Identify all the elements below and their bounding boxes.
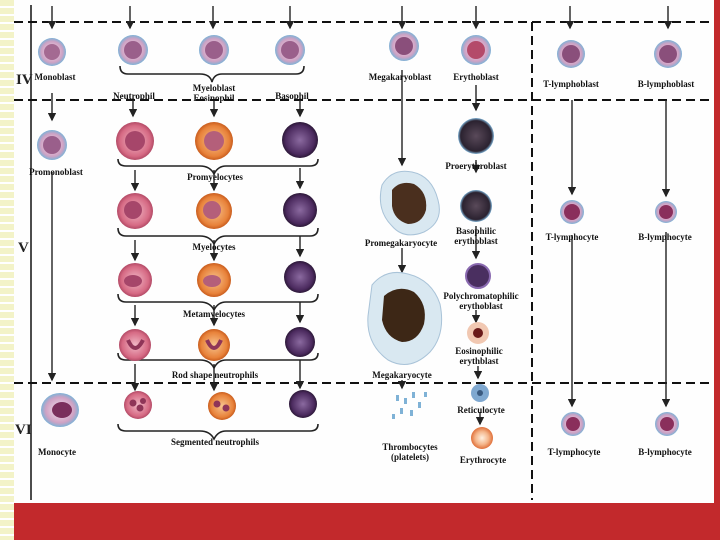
rod-shape-label: Rod shape neutrophils <box>160 370 270 380</box>
stage-iv-label: IV <box>16 72 33 89</box>
megakaryocyte-label: Megakaryocyte <box>362 370 442 380</box>
b-lymphocyte-mature-label: B-lymphocyte <box>632 447 698 457</box>
thrombocytes-cells <box>392 392 427 419</box>
megakaryocyte-cells <box>368 171 442 419</box>
stage-vi-label: VI <box>15 422 32 439</box>
erythrocyte-label: Erythrocyte <box>452 455 514 465</box>
b-lymphocyte-label: B-lymphocyte <box>632 232 698 242</box>
myelocyte-basophil <box>283 193 317 227</box>
proerythroblast-label: Proerythroblast <box>440 161 512 171</box>
metamyelocytes-label: Metamyelocytes <box>176 309 252 319</box>
segmented-eosinophil <box>208 392 236 420</box>
myeloblast-label: Myeloblast <box>186 83 242 93</box>
basophilic-erythoblast-label: Basophilic erythoblast <box>446 226 506 246</box>
segmented-neutrophil <box>124 391 152 419</box>
thrombocytes-label: Thrombocytes (platelets) <box>380 442 440 462</box>
erythrocyte-cell <box>471 427 493 449</box>
rod-basophil <box>285 327 315 357</box>
t-lymphocyte-label: T-lymphocyte <box>540 232 604 242</box>
eosinophilic-erythblast-label: Eosinophilic erythblast <box>450 346 508 366</box>
polychromatophilic-label: Polychromatophilic erythoblast <box>438 291 524 311</box>
basophilic-erythoblast-cell <box>460 190 492 222</box>
promyelocytes-label: Promyelocytes <box>180 172 250 182</box>
eosinophil-label: Eosinophil <box>186 93 242 103</box>
promonoblast-label: Promonoblast <box>26 167 86 177</box>
segmented-label: Segmented neutrophils <box>160 437 270 447</box>
monocyte-label: Monocyte <box>32 447 82 457</box>
metamyelocyte-basophil <box>284 261 316 293</box>
b-lymphoblast-label: B-lymphoblast <box>632 79 700 89</box>
promyelocyte-basophil <box>282 122 318 158</box>
monoblast-label: Monoblast <box>32 72 78 82</box>
stage-v-label: V <box>18 240 29 257</box>
erythoblast-label: Erythoblast <box>446 72 506 82</box>
segmented-basophil <box>289 390 317 418</box>
neutrophil-label: Neutrophil <box>110 91 158 101</box>
promegakaryocyte-label: Promegakaryocyte <box>354 238 448 248</box>
reticulocyte-label: Reticulocyte <box>452 405 510 415</box>
proerythroblast-cell <box>458 118 494 154</box>
megakaryoblast-label: Megakaryoblast <box>358 72 442 82</box>
rod-eosinophil <box>198 329 230 361</box>
polychromatophilic-cell <box>466 264 490 288</box>
myelocytes-label: Myelocytes <box>186 242 242 252</box>
basophil-label: Basophil <box>270 91 314 101</box>
blast-cells <box>38 31 682 68</box>
rod-neutrophil <box>119 329 151 361</box>
t-lymphoblast-label: T-lymphoblast <box>538 79 604 89</box>
t-lymphocyte-mature-label: T-lymphocyte <box>542 447 606 457</box>
